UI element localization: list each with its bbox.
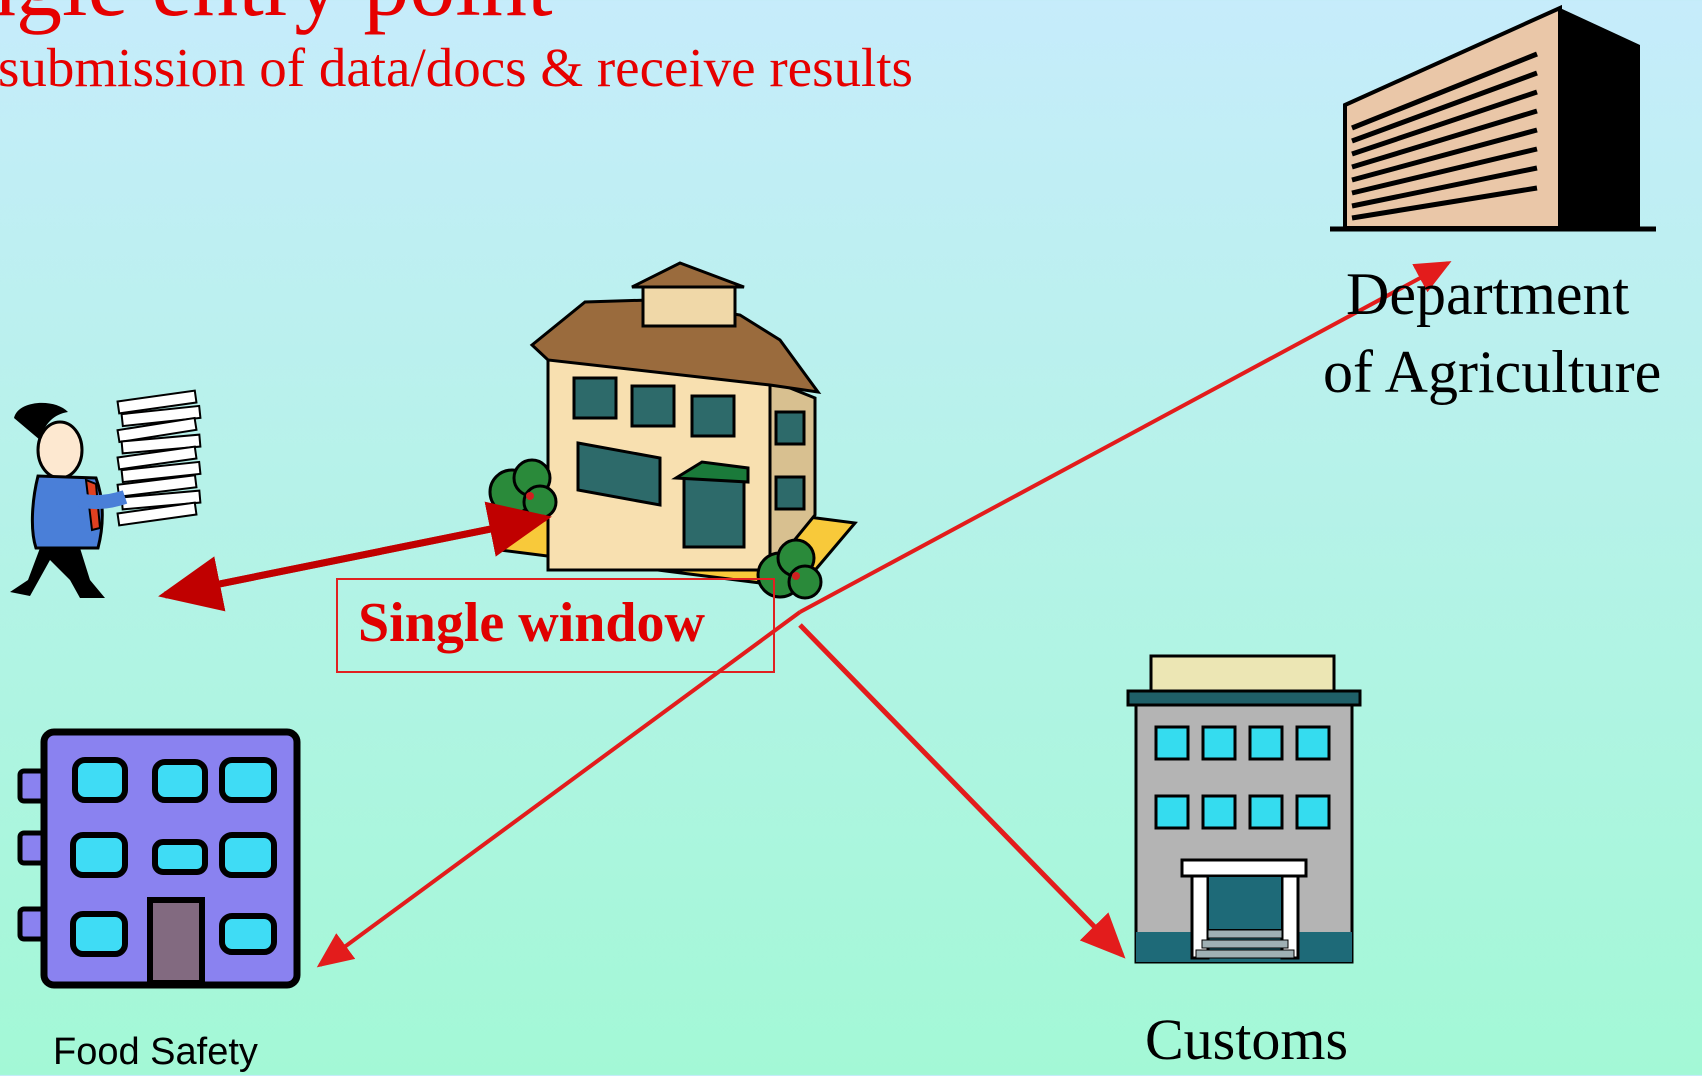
arrow-to-food-safety [316, 610, 802, 968]
food-safety-building-icon [17, 728, 301, 989]
arrow-to-customs [798, 623, 1126, 959]
customs-building-icon [1126, 654, 1362, 964]
arrow-to-agriculture [799, 261, 1452, 614]
arrow-single-window-to-trader [158, 514, 546, 612]
agriculture-label-line2: of Agriculture [1323, 339, 1662, 405]
agriculture-office-building-icon [1330, 4, 1656, 232]
slide-title: ngle entry point [0, 0, 553, 30]
single-window-label: Single window [358, 592, 705, 654]
customs-label: Customs [1145, 1007, 1349, 1072]
agriculture-label-line1: Department [1346, 261, 1630, 327]
flow-arrows [158, 261, 1452, 968]
trader-with-documents-icon [10, 389, 202, 598]
food-safety-label: Food Safety [53, 1031, 258, 1073]
single-window-building-icon [488, 261, 858, 600]
slide-subtitle: submission of data/docs & receive result… [0, 37, 913, 98]
single-window-label-box [336, 578, 775, 673]
